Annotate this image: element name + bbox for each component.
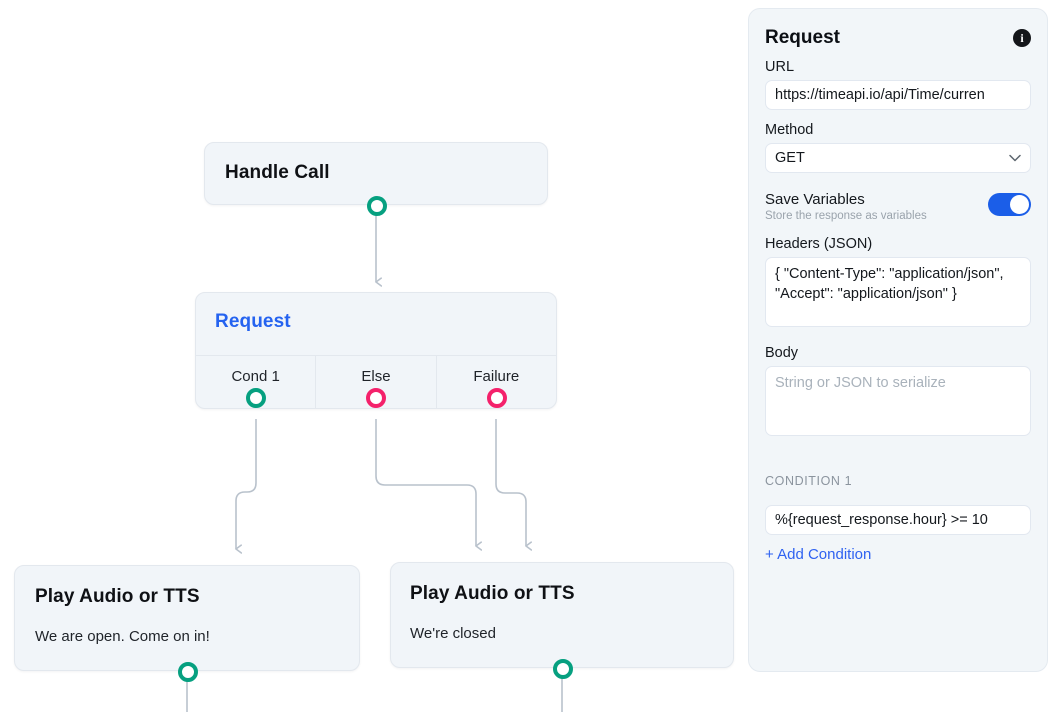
add-condition-button[interactable]: + Add Condition [765, 546, 872, 563]
save-variables-row: Save Variables Store the response as var… [765, 191, 1031, 222]
toggle-knob [1010, 195, 1029, 214]
node-output-handle[interactable] [367, 196, 387, 216]
headers-textarea[interactable]: { "Content-Type": "application/json", "A… [765, 257, 1031, 327]
chevron-down-icon [1009, 152, 1021, 164]
edge-cond1-to-tts-open [235, 419, 257, 549]
node-port-failure[interactable]: Failure [435, 356, 556, 409]
port-handle-failure[interactable] [486, 388, 507, 408]
port-handle-else[interactable] [366, 388, 387, 408]
save-variables-label: Save Variables [765, 191, 865, 208]
url-label: URL [765, 59, 795, 75]
edge-else-to-tts-closed [375, 419, 476, 546]
method-label: Method [765, 122, 814, 138]
save-variables-text: Save Variables Store the response as var… [765, 191, 927, 222]
method-value: GET [775, 150, 805, 166]
info-icon[interactable]: i [1013, 29, 1031, 47]
node-title: Play Audio or TTS [410, 583, 575, 604]
port-label: Cond 1 [231, 368, 280, 385]
node-subtitle: We are open. Come on in! [35, 628, 210, 645]
condition-label: CONDITION 1 [765, 474, 853, 488]
node-output-handle[interactable] [178, 662, 198, 682]
flow-node-play-audio-closed[interactable]: Play Audio or TTS We're closed [390, 562, 734, 679]
node-title: Play Audio or TTS [35, 586, 200, 607]
body-label: Body [765, 345, 799, 361]
condition-input[interactable]: %{request_response.hour} >= 10 [765, 505, 1031, 535]
node-port-else[interactable]: Else [315, 356, 435, 409]
node-title: Handle Call [225, 162, 330, 183]
flow-node-play-audio-open[interactable]: Play Audio or TTS We are open. Come on i… [14, 565, 360, 682]
flow-node-handle-call[interactable]: Handle Call [204, 142, 548, 216]
node-header: Request [196, 293, 556, 355]
save-variables-toggle[interactable] [988, 193, 1031, 216]
node-ports-row: Cond 1 Else Failure [196, 355, 556, 409]
headers-label: Headers (JSON) [765, 236, 873, 252]
port-label: Failure [473, 368, 520, 385]
port-label: Else [361, 368, 391, 385]
inspector-panel: Request i URL https://timeapi.io/api/Tim… [748, 8, 1048, 672]
method-select[interactable]: GET [765, 143, 1031, 173]
node-output-handle[interactable] [553, 659, 573, 679]
port-handle-cond-1[interactable] [246, 388, 266, 408]
node-subtitle: We're closed [410, 625, 496, 642]
save-variables-description: Store the response as variables [765, 210, 927, 222]
url-input[interactable]: https://timeapi.io/api/Time/curren [765, 80, 1031, 110]
flow-canvas[interactable]: Handle Call Request Cond 1 Else Failure [0, 0, 748, 712]
body-textarea[interactable]: String or JSON to serialize [765, 366, 1031, 436]
panel-header: Request i [765, 27, 1031, 49]
flow-node-request[interactable]: Request Cond 1 Else Failure [195, 292, 557, 409]
edge-failure-to-tts-closed [495, 419, 526, 546]
node-port-cond-1[interactable]: Cond 1 [196, 356, 315, 409]
node-title: Request [215, 311, 291, 332]
panel-title: Request [765, 27, 840, 48]
